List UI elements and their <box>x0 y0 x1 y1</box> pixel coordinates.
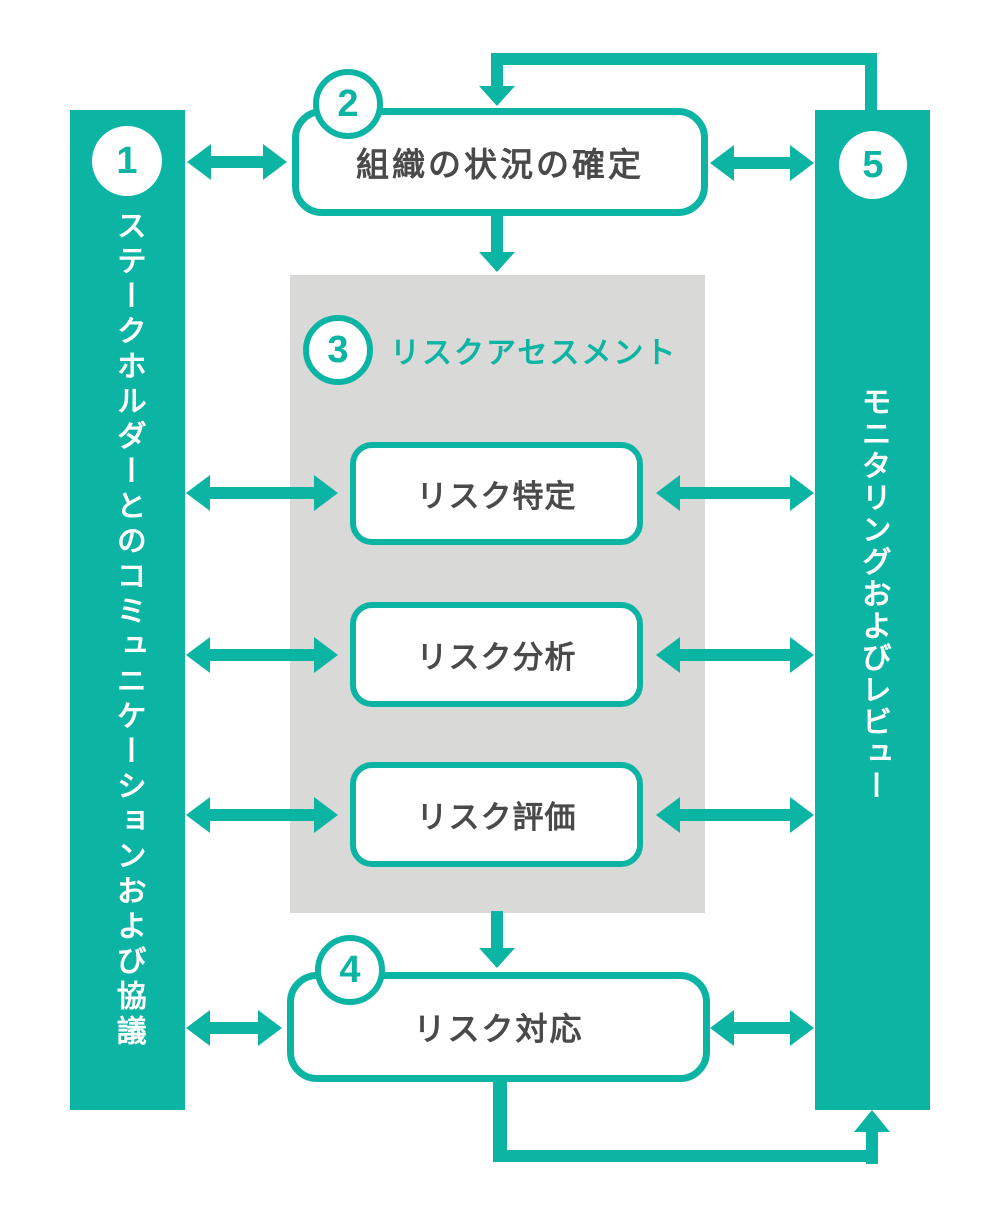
evaluation-label: リスク評価 <box>416 800 577 835</box>
arrow-down-head <box>479 948 515 968</box>
identification-box: リスク特定 <box>350 442 643 545</box>
step-3-number: 3 <box>327 328 349 371</box>
communication-label: ステークホルダーとのコミュニケーションおよび協議 <box>111 210 145 1050</box>
arrow-communication-analysis <box>186 637 338 673</box>
step-1-number: 1 <box>116 139 138 182</box>
arrow-treatment-monitoring <box>710 1010 814 1046</box>
arrow-right-head <box>314 797 338 833</box>
feedback-line-top <box>497 53 877 110</box>
arrow-shaft <box>491 53 503 88</box>
arrow-right-head <box>790 145 814 181</box>
arrow-down-head <box>479 86 515 106</box>
step-2-number: 2 <box>337 82 359 125</box>
arrow-communication-identification <box>186 475 338 511</box>
arrow-right-head <box>314 637 338 673</box>
arrow-shaft <box>206 487 318 499</box>
monitoring-bar: 5 モニタリングおよびレビュー <box>815 110 930 1110</box>
arrow-right-head <box>263 144 287 180</box>
arrow-evaluation-monitoring <box>656 797 814 833</box>
communication-bar: 1 ステークホルダーとのコミュニケーションおよび協議 <box>70 110 185 1110</box>
analysis-box: リスク分析 <box>350 602 643 707</box>
arrow-shaft <box>207 156 267 168</box>
treatment-label: リスク対応 <box>413 1011 584 1047</box>
arrow-right-head <box>258 1010 282 1046</box>
arrow-assessment-to-treatment <box>479 911 515 968</box>
arrow-communication-treatment <box>186 1010 282 1046</box>
arrow-communication-evaluation <box>186 797 338 833</box>
arrow-right-head <box>790 637 814 673</box>
arrow-right-head <box>790 797 814 833</box>
arrow-analysis-monitoring <box>656 637 814 673</box>
step-3-badge: 3 <box>303 315 373 385</box>
arrow-identification-monitoring <box>656 475 814 511</box>
arrow-shaft <box>730 1022 794 1034</box>
arrow-up-head <box>854 1110 890 1132</box>
step-4-badge: 4 <box>315 935 385 1005</box>
step-5-number: 5 <box>862 143 884 186</box>
step-4-number: 4 <box>339 948 361 991</box>
arrow-shaft <box>206 809 318 821</box>
step-1-badge: 1 <box>92 126 162 196</box>
analysis-label: リスク分析 <box>416 640 577 675</box>
arrow-right-head <box>790 475 814 511</box>
arrow-shaft <box>730 157 794 169</box>
identification-label: リスク特定 <box>416 479 577 514</box>
evaluation-box: リスク評価 <box>350 762 643 867</box>
step-5-badge: 5 <box>839 131 907 199</box>
arrow-shaft <box>206 649 318 661</box>
arrow-right-head <box>790 1010 814 1046</box>
arrow-shaft <box>491 911 503 950</box>
arrow-shaft <box>676 649 794 661</box>
arrow-right-head <box>314 475 338 511</box>
arrow-context-monitoring <box>710 145 814 181</box>
assessment-title: リスクアセスメント <box>390 337 678 370</box>
arrow-shaft <box>491 216 503 254</box>
arrow-shaft <box>676 487 794 499</box>
arrow-context-to-assessment <box>479 216 515 272</box>
step-2-badge: 2 <box>313 69 383 139</box>
arrow-loop-into-monitoring <box>854 1110 890 1164</box>
context-label: 組織の状況の確定 <box>356 146 644 183</box>
arrow-communication-context <box>187 144 287 180</box>
arrow-shaft <box>206 1022 262 1034</box>
assessment-panel: 3 リスクアセスメント リスク特定 リスク分析 リスク評価 <box>290 275 705 913</box>
arrow-loop-into-context <box>479 53 515 106</box>
monitoring-label: モニタリングおよびレビュー <box>856 386 890 802</box>
arrow-shaft <box>866 1128 878 1164</box>
arrow-shaft <box>676 809 794 821</box>
feedback-line-bottom <box>493 1082 877 1162</box>
arrow-down-head <box>479 252 515 272</box>
